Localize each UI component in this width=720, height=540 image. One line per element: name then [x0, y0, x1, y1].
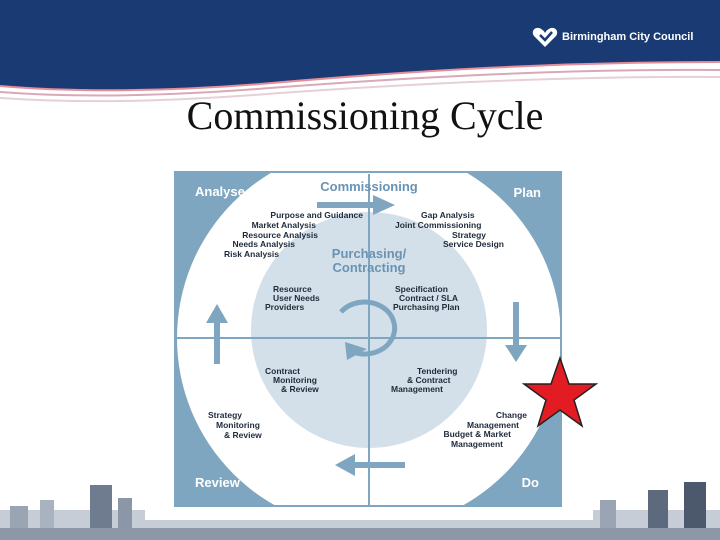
- plan-item: Gap Analysis: [421, 210, 475, 220]
- left-arrow-icon: [335, 454, 405, 476]
- review-item: Strategy: [208, 410, 242, 420]
- plan-item: Service Design: [443, 239, 504, 249]
- center-title-line1: Purchasing/: [332, 246, 407, 261]
- corner-analyse: Analyse: [195, 184, 245, 199]
- analyse-item: Needs Analysis: [232, 239, 295, 249]
- analyse-item: Resource Analysis: [242, 230, 318, 240]
- review-item: Monitoring: [216, 420, 260, 430]
- inner-tr-item: Specification: [395, 284, 448, 294]
- header-banner: [0, 0, 720, 110]
- analyse-item: Market Analysis: [252, 220, 317, 230]
- center-title-line2: Contracting: [333, 260, 406, 275]
- up-arrow-icon: [206, 304, 228, 364]
- review-item: & Review: [224, 430, 262, 440]
- heart-logo-icon: [532, 27, 558, 47]
- inner-bl-item: Monitoring: [273, 375, 317, 385]
- inner-br-item: Management: [391, 384, 443, 394]
- inner-bl-item: & Review: [281, 384, 319, 394]
- commissioning-cycle-diagram: Analyse Plan Review Do Commissioning Pur…: [145, 162, 593, 520]
- inner-br-item: Tendering: [417, 366, 457, 376]
- analyse-item: Risk Analysis: [224, 249, 279, 259]
- do-item: Change: [496, 410, 527, 420]
- inner-tl-item: User Needs: [273, 293, 320, 303]
- star-icon: [522, 356, 598, 428]
- outer-title: Commissioning: [320, 179, 418, 194]
- org-name: Birmingham City Council: [562, 31, 694, 43]
- council-logo: Birmingham City Council: [532, 26, 693, 48]
- inner-tl-item: Resource: [273, 284, 312, 294]
- inner-tl-item: Providers: [265, 302, 304, 312]
- plan-item: Joint Commissioning: [395, 220, 481, 230]
- corner-do: Do: [522, 475, 539, 490]
- corner-plan: Plan: [514, 185, 542, 200]
- slide-title: Commissioning Cycle: [186, 93, 544, 138]
- down-arrow-icon: [505, 302, 527, 362]
- inner-tr-item: Purchasing Plan: [393, 302, 460, 312]
- right-arrow-icon: [317, 195, 395, 215]
- inner-bl-item: Contract: [265, 366, 300, 376]
- inner-tr-item: Contract / SLA: [399, 293, 458, 303]
- do-item: Management: [451, 439, 503, 449]
- do-item: Management: [467, 420, 519, 430]
- corner-review: Review: [195, 475, 241, 490]
- analyse-item: Purpose and Guidance: [270, 210, 363, 220]
- inner-br-item: & Contract: [407, 375, 451, 385]
- cycle-arrow-icon: [339, 299, 398, 360]
- do-item: Budget & Market: [443, 429, 511, 439]
- plan-item: Strategy: [452, 230, 486, 240]
